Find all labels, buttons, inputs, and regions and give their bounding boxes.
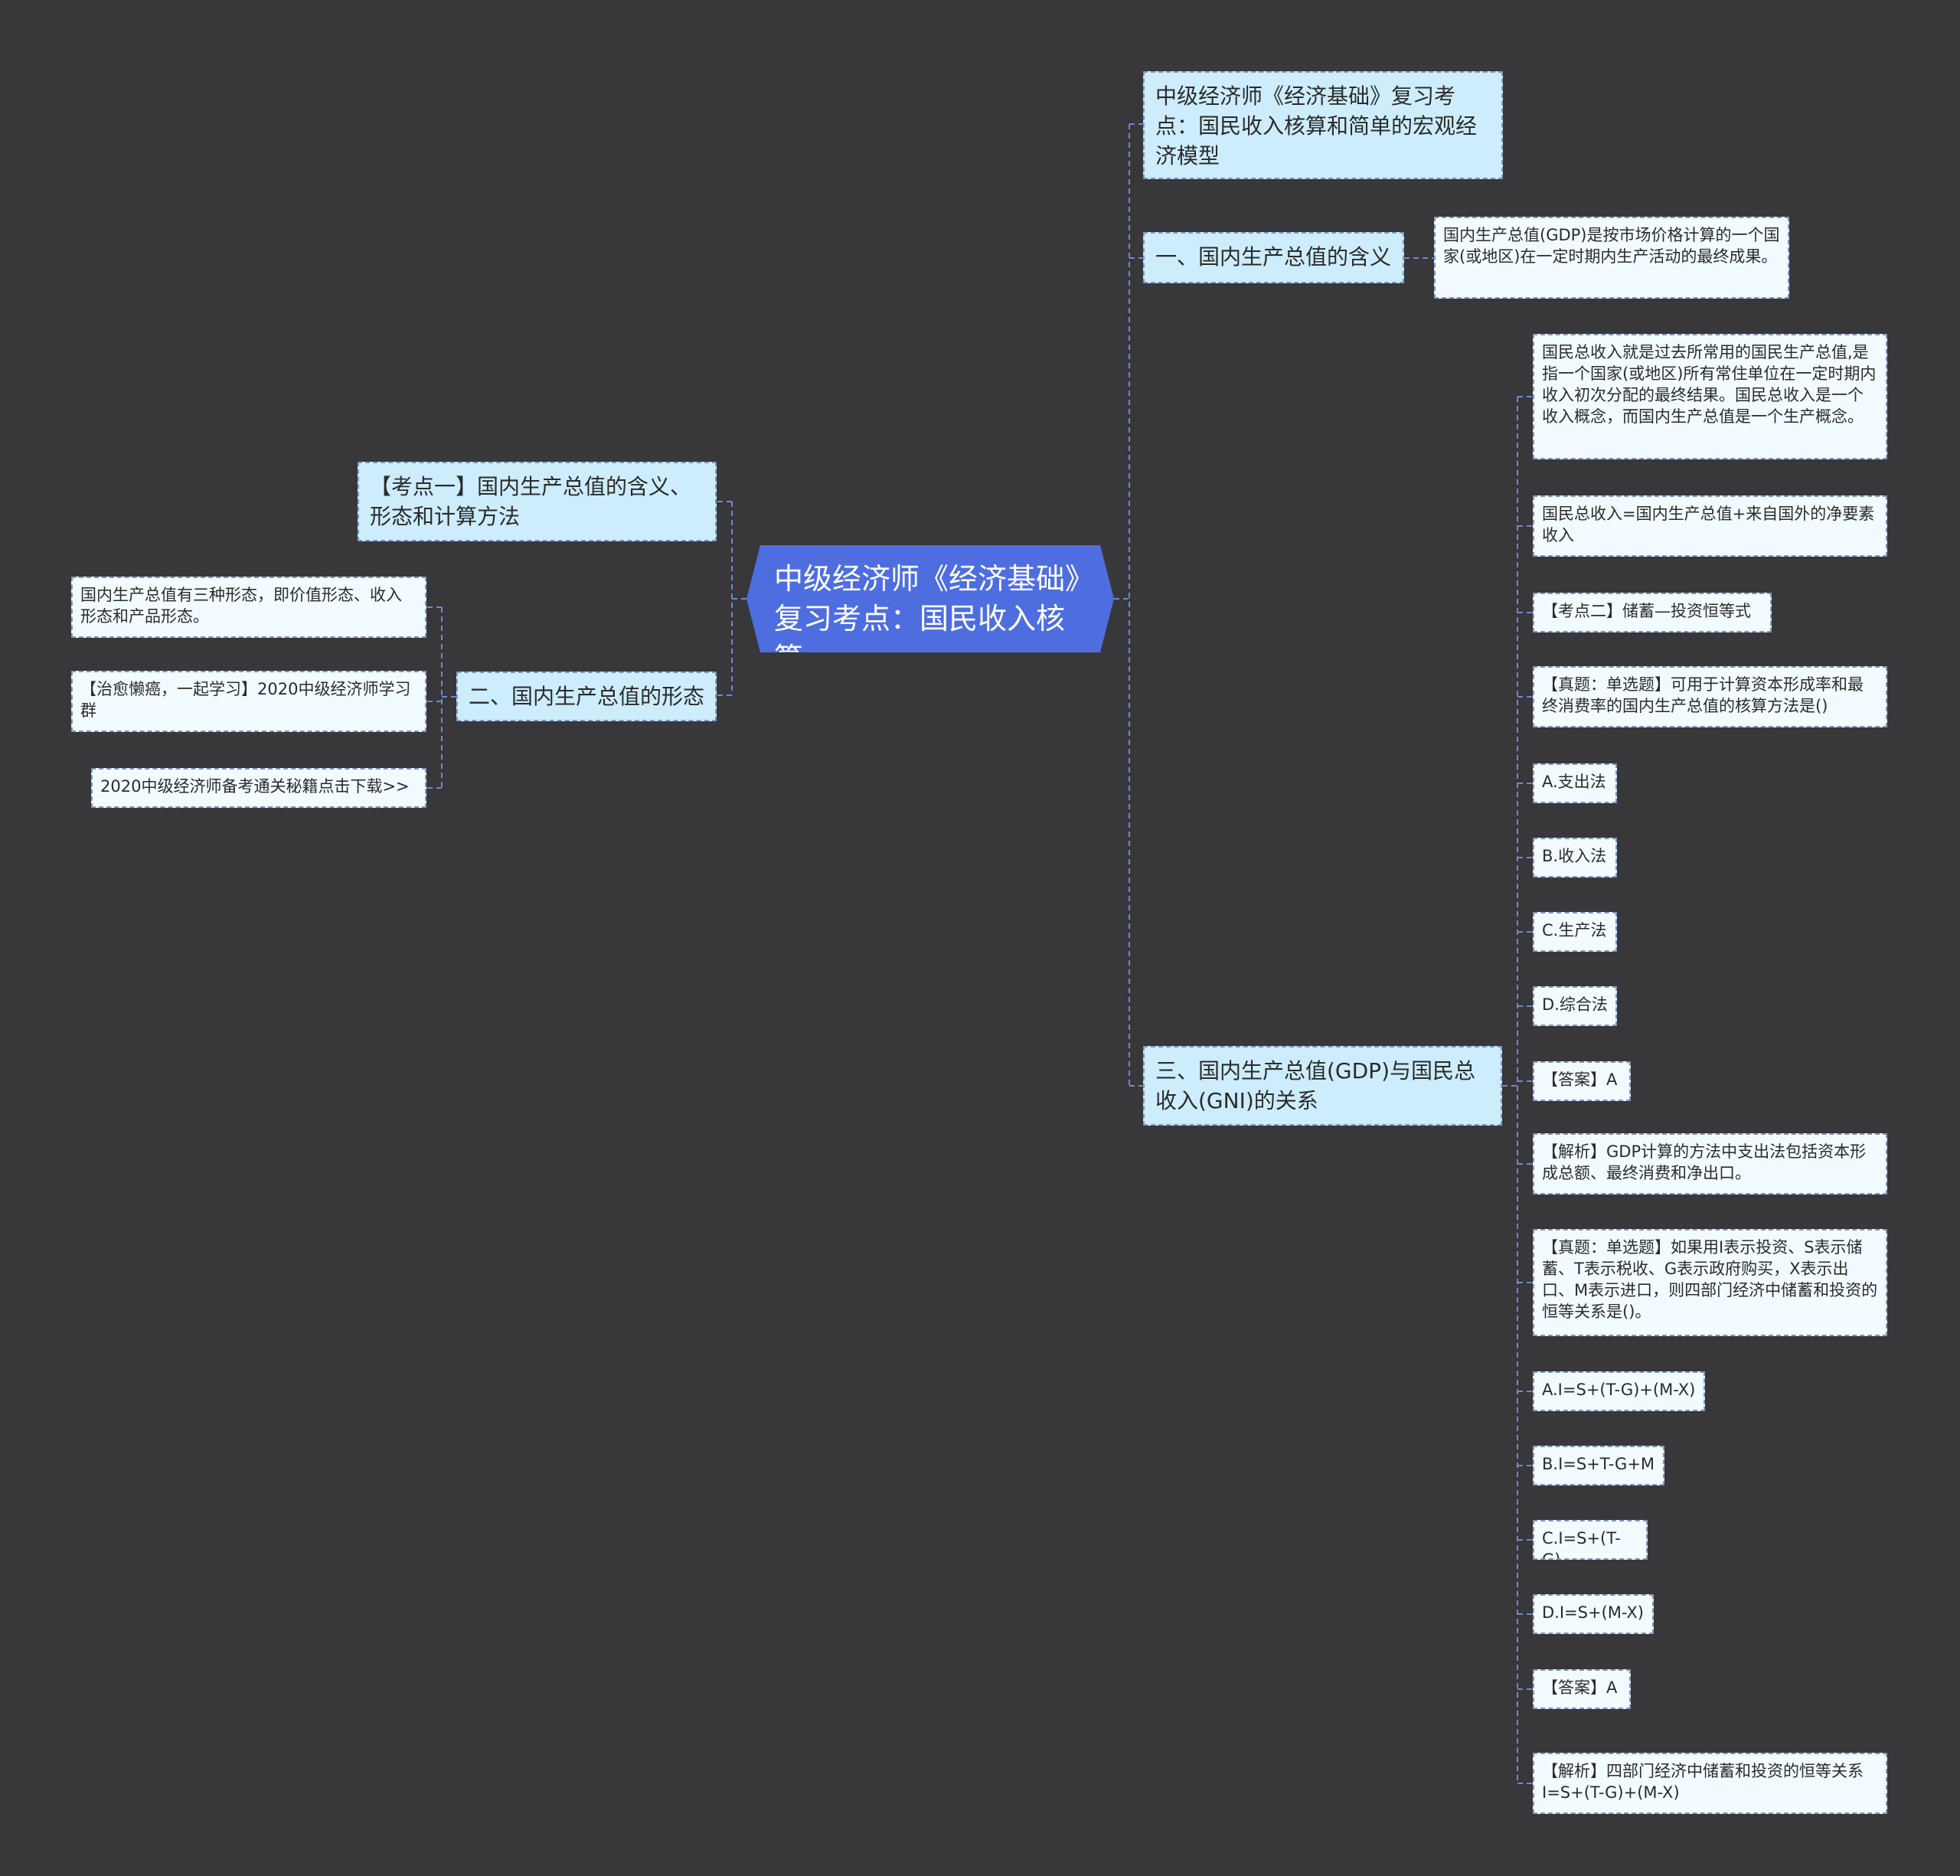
list-item-text: C.I=S+(T-G) bbox=[1542, 1529, 1621, 1560]
section3-child-8[interactable]: D.综合法 bbox=[1533, 986, 1617, 1026]
list-item-text: A.I=S+(T-G)+(M-X) bbox=[1542, 1381, 1696, 1399]
list-item-text: 【解析】GDP计算的方法中支出法包括资本形成总额、最终消费和净出口。 bbox=[1542, 1142, 1867, 1182]
section1-child-label: 国内生产总值(GDP)是按市场价格计算的一个国家(或地区)在一定时期内生产活动的… bbox=[1443, 226, 1780, 266]
list-item-text: A.支出法 bbox=[1542, 773, 1606, 791]
section3-child-13[interactable]: B.I=S+T-G+M bbox=[1533, 1446, 1664, 1485]
section3-child-12[interactable]: A.I=S+(T-G)+(M-X) bbox=[1533, 1371, 1705, 1411]
section1-topic-label: 一、国内生产总值的含义 bbox=[1155, 244, 1392, 270]
kaodian1-topic[interactable]: 【考点一】国内生产总值的含义、形态和计算方法 bbox=[358, 462, 717, 541]
list-item-text: D.综合法 bbox=[1542, 995, 1608, 1014]
list-item-text: 【治愈懒癌，一起学习】2020中级经济师学习群 bbox=[80, 680, 411, 720]
section2-child-1[interactable]: 国内生产总值有三种形态，即价值形态、收入形态和产品形态。 bbox=[71, 577, 426, 638]
section3-child-11[interactable]: 【真题：单选题】如果用I表示投资、S表示储蓄、T表示税收、G表示政府购买，X表示… bbox=[1533, 1229, 1887, 1336]
list-item-text: 【真题：单选题】如果用I表示投资、S表示储蓄、T表示税收、G表示政府购买，X表示… bbox=[1542, 1238, 1878, 1321]
section3-child-15[interactable]: D.I=S+(M-X) bbox=[1533, 1594, 1654, 1634]
list-item-text: 【解析】四部门经济中储蓄和投资的恒等关系I=S+(T-G)+(M-X) bbox=[1542, 1762, 1864, 1802]
root-topic[interactable]: 中级经济师《经济基础》复习考点：国民收入核算 bbox=[746, 545, 1114, 652]
section3-child-5[interactable]: A.支出法 bbox=[1533, 763, 1617, 803]
section1-topic[interactable]: 一、国内生产总值的含义 bbox=[1143, 232, 1404, 283]
list-item-text: 2020中级经济师备考通关秘籍点击下载>> bbox=[100, 777, 410, 796]
list-item-text: 【答案】A bbox=[1542, 1070, 1618, 1089]
section3-child-2[interactable]: 国民总收入=国内生产总值+来自国外的净要素收入 bbox=[1533, 495, 1887, 557]
title-topic[interactable]: 中级经济师《经济基础》复习考点：国民收入核算和简单的宏观经济模型 bbox=[1143, 71, 1503, 179]
list-item-text: 国内生产总值有三种形态，即价值形态、收入形态和产品形态。 bbox=[80, 586, 402, 626]
list-item-text: 【答案】A bbox=[1542, 1678, 1618, 1697]
section2-child-2[interactable]: 【治愈懒癌，一起学习】2020中级经济师学习群 bbox=[71, 671, 426, 732]
section3-child-3[interactable]: 【考点二】储蓄—投资恒等式 bbox=[1533, 593, 1772, 632]
section3-child-17[interactable]: 【解析】四部门经济中储蓄和投资的恒等关系I=S+(T-G)+(M-X) bbox=[1533, 1753, 1887, 1814]
section3-child-4[interactable]: 【真题：单选题】可用于计算资本形成率和最终消费率的国内生产总值的核算方法是() bbox=[1533, 666, 1887, 727]
list-item-text: 国民总收入=国内生产总值+来自国外的净要素收入 bbox=[1542, 505, 1875, 544]
section3-topic-label: 三、国内生产总值(GDP)与国民总收入(GNI)的关系 bbox=[1155, 1058, 1475, 1113]
section3-child-1[interactable]: 国民总收入就是过去所常用的国民生产总值,是指一个国家(或地区)所有常住单位在一定… bbox=[1533, 334, 1887, 459]
section2-topic[interactable]: 二、国内生产总值的形态 bbox=[456, 672, 717, 721]
section3-child-16[interactable]: 【答案】A bbox=[1533, 1669, 1631, 1709]
section3-child-6[interactable]: B.收入法 bbox=[1533, 838, 1617, 878]
section3-child-10[interactable]: 【解析】GDP计算的方法中支出法包括资本形成总额、最终消费和净出口。 bbox=[1533, 1133, 1887, 1195]
section2-topic-label: 二、国内生产总值的形态 bbox=[469, 684, 705, 709]
list-item-text: C.生产法 bbox=[1542, 921, 1607, 940]
list-item-text: 【真题：单选题】可用于计算资本形成率和最终消费率的国内生产总值的核算方法是() bbox=[1542, 675, 1864, 715]
section3-child-7[interactable]: C.生产法 bbox=[1533, 912, 1617, 952]
list-item-text: B.I=S+T-G+M bbox=[1542, 1455, 1655, 1473]
section1-child[interactable]: 国内生产总值(GDP)是按市场价格计算的一个国家(或地区)在一定时期内生产活动的… bbox=[1434, 217, 1789, 299]
list-item-text: D.I=S+(M-X) bbox=[1542, 1603, 1644, 1622]
list-item-text: 国民总收入就是过去所常用的国民生产总值,是指一个国家(或地区)所有常住单位在一定… bbox=[1542, 343, 1877, 426]
title-topic-label: 中级经济师《经济基础》复习考点：国民收入核算和简单的宏观经济模型 bbox=[1155, 83, 1478, 168]
section3-child-9[interactable]: 【答案】A bbox=[1533, 1061, 1631, 1101]
list-item-text: 【考点二】储蓄—投资恒等式 bbox=[1542, 602, 1751, 620]
section3-topic[interactable]: 三、国内生产总值(GDP)与国民总收入(GNI)的关系 bbox=[1143, 1046, 1502, 1126]
kaodian1-topic-label: 【考点一】国内生产总值的含义、形态和计算方法 bbox=[370, 474, 692, 529]
root-topic-label: 中级经济师《经济基础》复习考点：国民收入核算 bbox=[774, 562, 1080, 675]
list-item-text: B.收入法 bbox=[1542, 847, 1607, 865]
section2-child-3[interactable]: 2020中级经济师备考通关秘籍点击下载>> bbox=[91, 768, 426, 808]
section3-child-14[interactable]: C.I=S+(T-G) bbox=[1533, 1520, 1648, 1560]
